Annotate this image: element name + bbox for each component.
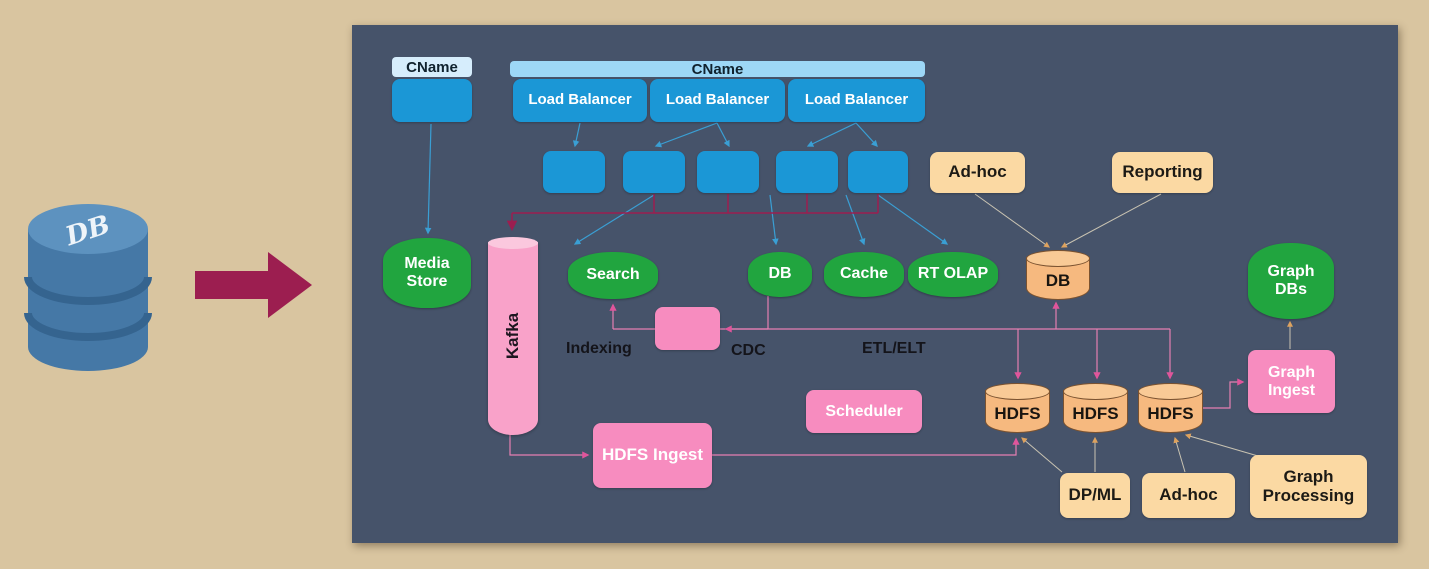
- app-node-5: [848, 151, 908, 193]
- app-node-3: [697, 151, 759, 193]
- load-balancer-2: Load Balancer: [650, 79, 785, 122]
- app-node-1: [543, 151, 605, 193]
- cache-cylinder: Cache: [824, 252, 904, 297]
- load-balancer-1: Load Balancer: [513, 79, 647, 122]
- kafka-cylinder: Kafka: [488, 237, 538, 435]
- cname-single-box: [392, 79, 472, 122]
- cname-group-label: CName: [510, 61, 925, 78]
- dp-ml-box: DP/ML: [1060, 473, 1130, 518]
- cdc-box: [655, 307, 720, 350]
- cname-single-label: CName: [392, 57, 472, 77]
- hdfs-3-label: HDFS: [1147, 404, 1194, 423]
- kafka-body: [488, 242, 538, 435]
- scheduler-box: Scheduler: [806, 390, 922, 433]
- graph-processing-box: Graph Processing: [1250, 455, 1367, 518]
- kafka-top-ellipse: [488, 237, 538, 249]
- adhoc-box-bottom: Ad-hoc: [1142, 473, 1235, 518]
- warehouse-db-label: DB: [1045, 271, 1071, 290]
- load-balancer-3: Load Balancer: [788, 79, 925, 122]
- hdfs-ingest-box: HDFS Ingest: [593, 423, 712, 488]
- app-node-2: [623, 151, 685, 193]
- media-store-cylinder: Media Store: [383, 238, 471, 308]
- hdfs-cylinder-2: HDFS: [1063, 383, 1128, 433]
- flow-arrow: [195, 252, 312, 318]
- db-cylinder-green: DB: [748, 252, 812, 297]
- reporting-box: Reporting: [1112, 152, 1213, 193]
- adhoc-box-top: Ad-hoc: [930, 152, 1025, 193]
- rt-olap-cylinder: RT OLAP: [908, 252, 998, 297]
- warehouse-db-cylinder: DB: [1026, 250, 1090, 300]
- cdc-label: CDC: [731, 342, 766, 359]
- source-db-icon: DB: [24, 204, 152, 371]
- hdfs-2-label: HDFS: [1072, 404, 1119, 423]
- graph-dbs-cylinder: Graph DBs: [1248, 243, 1334, 319]
- app-node-4: [776, 151, 838, 193]
- search-cylinder: Search: [568, 252, 658, 299]
- graph-ingest-box: Graph Ingest: [1248, 350, 1335, 413]
- hdfs-cylinder-3: HDFS: [1138, 383, 1203, 433]
- hdfs-cylinder-1: HDFS: [985, 383, 1050, 433]
- indexing-label: Indexing: [566, 340, 632, 357]
- etl-elt-label: ETL/ELT: [862, 340, 926, 357]
- hdfs-1-label: HDFS: [994, 404, 1041, 423]
